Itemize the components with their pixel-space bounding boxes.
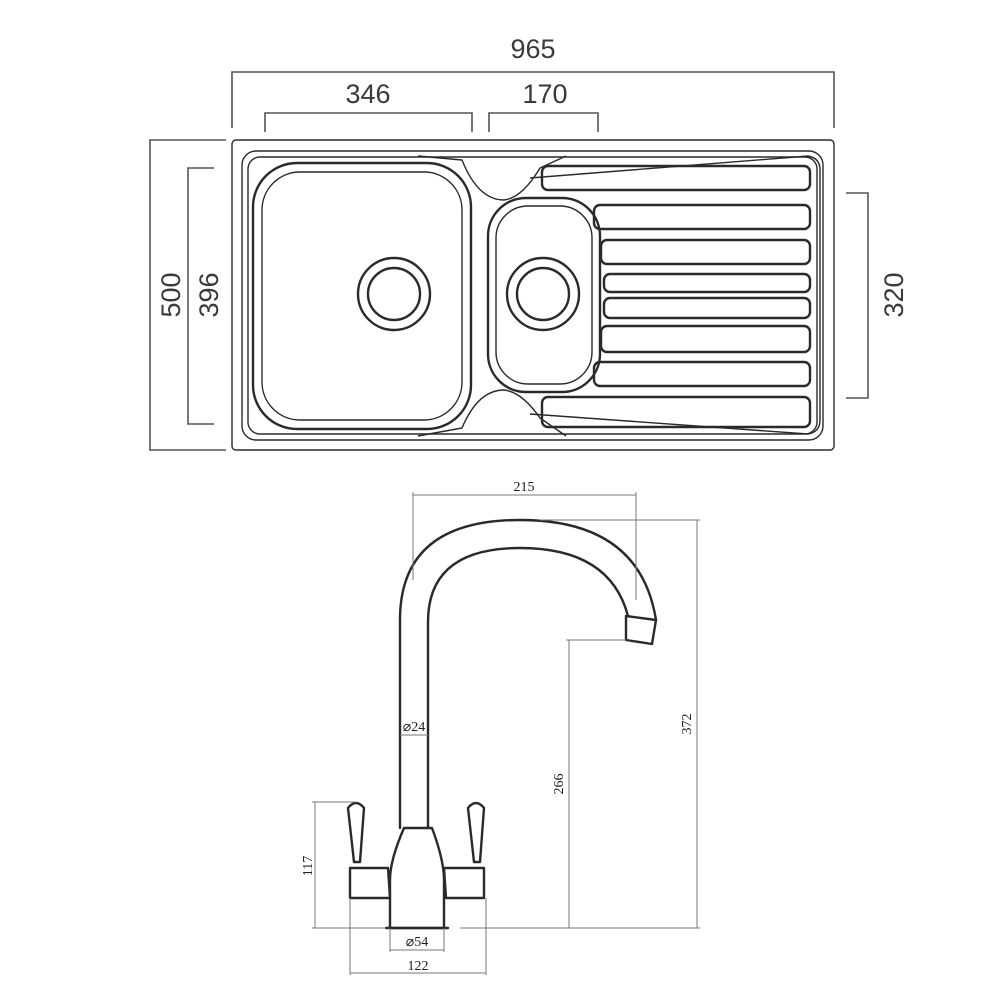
dim-main-bowl-width-label: 346	[345, 79, 390, 109]
tap-body	[388, 826, 446, 930]
drainer-grooves	[540, 164, 812, 429]
dim-base-diameter-label: ⌀54	[406, 935, 428, 950]
drainer-groove	[592, 203, 812, 231]
drainer-groove	[599, 324, 812, 354]
dim-lever-height-label: 117	[301, 856, 316, 876]
drainer-groove	[602, 272, 812, 294]
dim-overall-height-label: 372	[680, 714, 695, 735]
dim-drainer-depth-label: 320	[879, 272, 909, 317]
drainer-groove	[540, 395, 812, 429]
bowl-connector-top	[417, 155, 567, 201]
dim-base-diameter: ⌀54	[389, 928, 445, 952]
dim-overall-height: 372	[460, 519, 700, 929]
dim-half-bowl-width: 170	[488, 79, 599, 132]
tap-spout-inner	[426, 546, 630, 830]
tap-spout-outer	[398, 518, 658, 830]
sink-outer-outline	[231, 139, 835, 451]
dim-spout-reach-label: 215	[514, 480, 535, 495]
dim-body-diameter-label: ⌀24	[403, 720, 425, 735]
right-lever-handle	[466, 801, 486, 864]
drainer-groove	[540, 164, 812, 192]
left-lever-hub	[348, 866, 392, 900]
sink-inner-rim-2	[247, 156, 818, 435]
half-bowl-outer	[486, 196, 602, 394]
drainer-groove	[602, 296, 812, 320]
drainer-outline	[529, 155, 821, 435]
sink-plan-view: 965 346 170 500 396 320	[149, 34, 909, 451]
tap-elevation: 215 372 266 ⌀24 117	[301, 480, 700, 975]
dim-overall-width: 965	[231, 34, 835, 128]
sink-inner-rim	[241, 150, 824, 441]
half-bowl-waste-inner	[515, 266, 571, 322]
left-lever-handle	[346, 801, 366, 864]
main-bowl-waste-outer	[356, 256, 432, 332]
dim-half-bowl-width-label: 170	[522, 79, 567, 109]
half-bowl-waste-outer	[505, 256, 581, 332]
drainer-groove	[592, 360, 812, 388]
main-bowl-waste-inner	[366, 266, 422, 322]
dim-body-diameter: ⌀24	[400, 720, 428, 736]
dim-lever-height: 117	[301, 801, 386, 929]
half-bowl-inner	[495, 205, 593, 385]
dim-overall-depth: 500	[149, 139, 226, 451]
dim-bowl-depth-label: 396	[194, 272, 224, 317]
main-bowl-inner	[261, 171, 463, 421]
dim-handle-span: 122	[349, 898, 487, 975]
dim-spout-reach: 215	[412, 480, 637, 600]
dim-main-bowl-width: 346	[264, 79, 473, 132]
bowl-connector-bottom	[417, 389, 567, 437]
dim-overall-depth-label: 500	[156, 272, 186, 317]
right-lever-hub	[442, 866, 486, 900]
dim-bowl-depth: 396	[187, 167, 224, 425]
dim-overall-width-label: 965	[510, 34, 555, 64]
dim-handle-span-label: 122	[408, 959, 429, 974]
drainer-groove	[599, 238, 812, 266]
dim-drainer-depth: 320	[846, 192, 909, 399]
main-bowl-outer	[251, 161, 473, 431]
dim-spout-height-label: 266	[552, 774, 567, 795]
tap-spout-nozzle	[624, 614, 658, 646]
dim-spout-height: 266	[552, 639, 626, 928]
